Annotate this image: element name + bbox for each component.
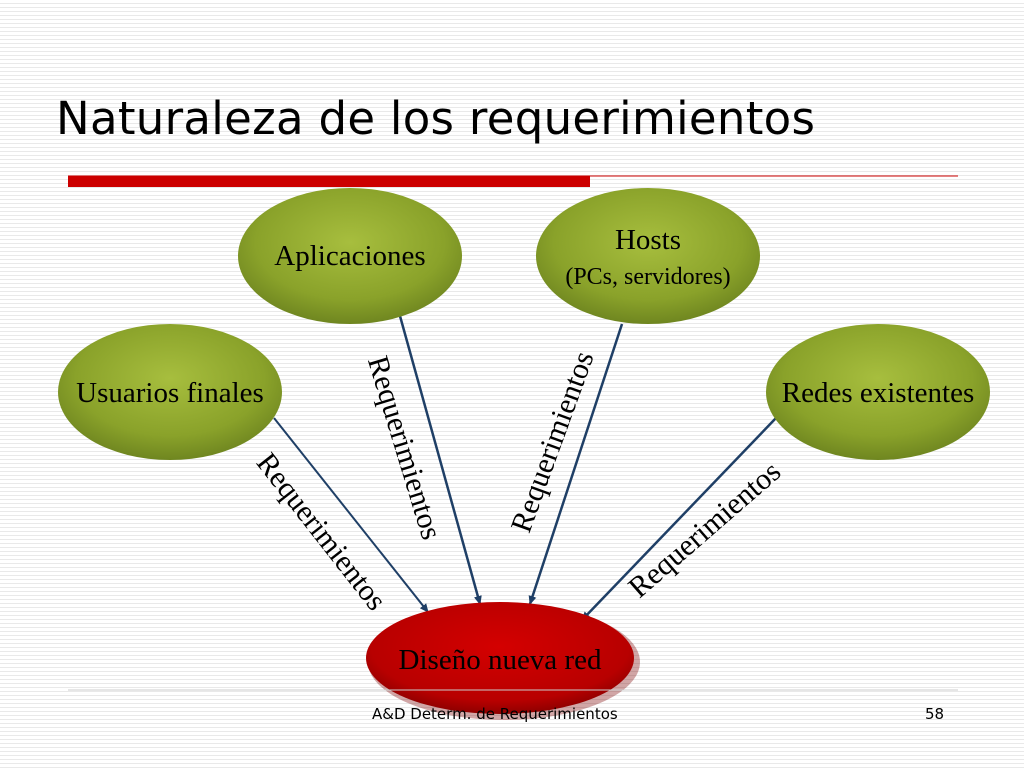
node-redes-label: Redes existentes — [781, 377, 975, 409]
node-aplicaciones-ellipse — [238, 188, 462, 324]
node-usuarios-label: Usuarios finales — [76, 377, 264, 409]
node-aplicaciones-label: Aplicaciones — [274, 240, 426, 272]
node-hosts-label: Hosts — [614, 224, 682, 256]
page-number: 58 — [925, 705, 945, 723]
node-diseno-ellipse — [366, 602, 634, 714]
title-underline-bar — [68, 176, 590, 187]
node-usuarios-ellipse — [58, 324, 282, 460]
footer-text: A&D Determ. de Requerimientos — [372, 705, 618, 723]
node-hosts-ellipse — [536, 188, 760, 324]
arrow-hosts-to-diseno — [528, 323, 624, 605]
node-hosts-sublabel: (PCs, servidores) — [565, 264, 731, 290]
arrow-usuarios-to-diseno — [273, 417, 429, 613]
slide-title: Naturaleza de los requerimientos — [56, 92, 816, 145]
node-diseno-label: Diseño nueva red — [398, 644, 602, 676]
arrow-redes-to-diseno — [581, 417, 777, 621]
arrow-aplicaciones-to-diseno — [398, 315, 482, 605]
node-redes-ellipse — [766, 324, 990, 460]
